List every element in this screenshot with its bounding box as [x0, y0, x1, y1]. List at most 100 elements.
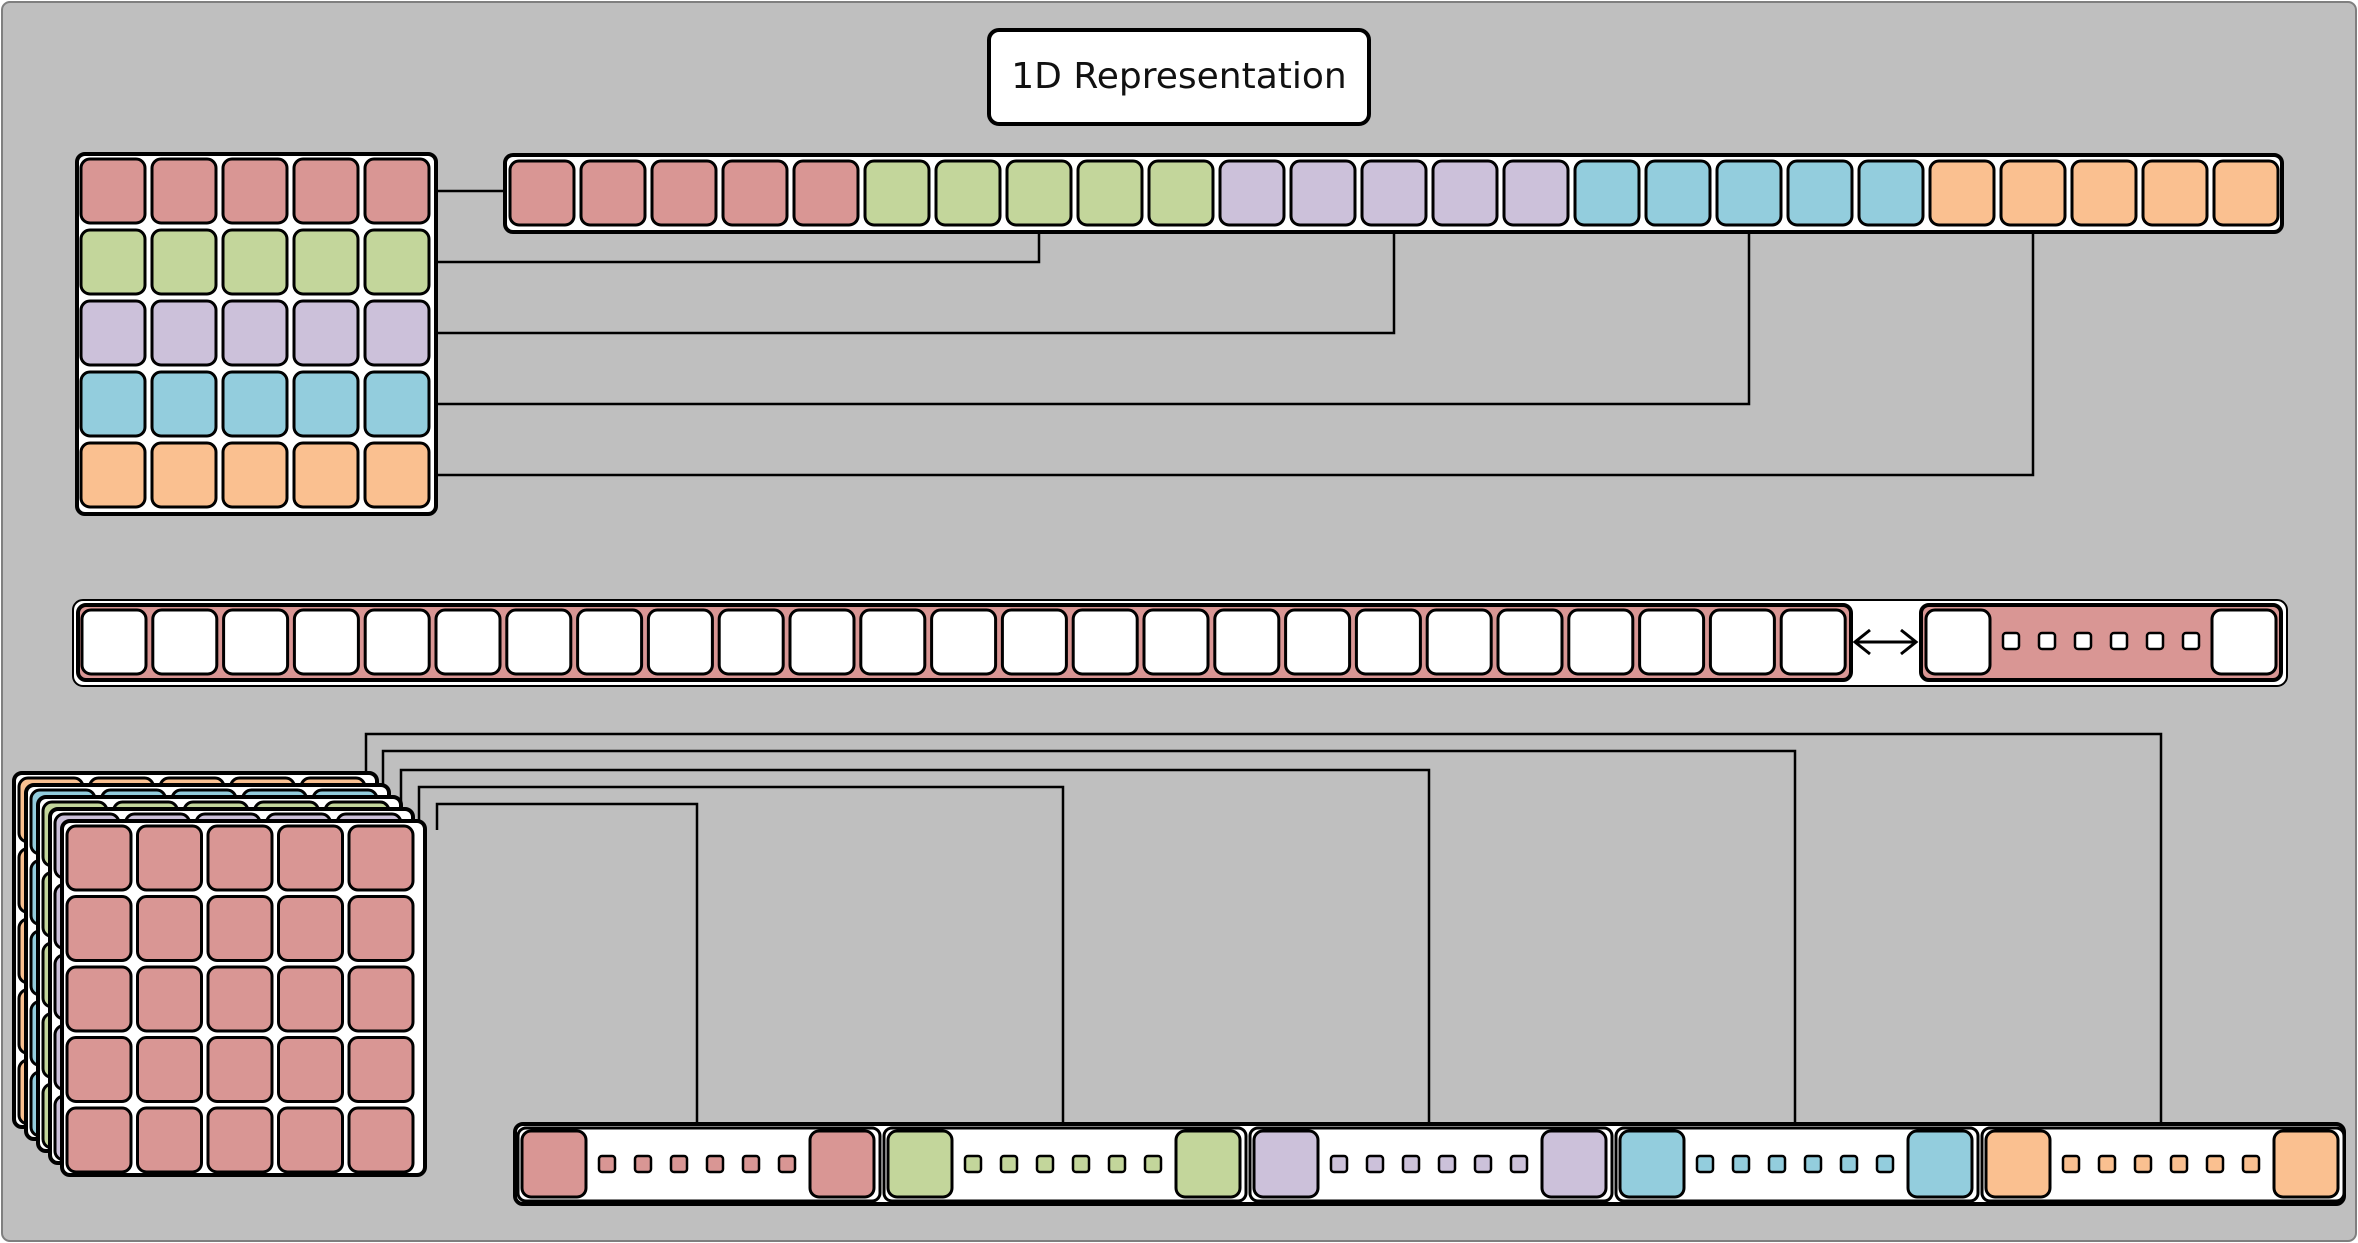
segment-small-cell: [1839, 1154, 1859, 1174]
segmented-vector-segment: [1248, 1126, 1614, 1203]
tensor-cell: [136, 965, 203, 1033]
flat-vector-cell: [1573, 159, 1641, 227]
sequence-cell: [1496, 608, 1564, 676]
matrix-cell: [79, 441, 147, 509]
segmented-vector: [513, 1122, 2346, 1206]
flat-vector-cell: [1786, 159, 1854, 227]
sequence-small-cell: [2001, 631, 2021, 651]
segment-small-cell: [1803, 1154, 1823, 1174]
matrix-cell: [363, 228, 431, 296]
segment-end-cell: [2272, 1129, 2340, 1199]
tensor-cell: [65, 824, 133, 892]
tensor-cell: [347, 1106, 415, 1174]
segmented-vector-segment: [516, 1126, 882, 1203]
tensor-cell: [347, 824, 415, 892]
sequence-cell: [1213, 608, 1281, 676]
segment-small-cell: [999, 1154, 1019, 1174]
matrix-cell: [292, 441, 360, 509]
matrix-cell: [363, 441, 431, 509]
tensor-cell: [277, 895, 344, 962]
segment-end-cell: [886, 1129, 954, 1199]
flat-vector-cell: [1218, 159, 1286, 227]
tensor-cell: [277, 824, 344, 892]
flat-vector-cell: [1928, 159, 1996, 227]
matrix-cell: [150, 299, 218, 367]
connector-line: [433, 225, 2035, 477]
segment-small-cell: [2205, 1154, 2225, 1174]
segment-small-cell: [1473, 1154, 1493, 1174]
segment-small-cell: [1143, 1154, 1163, 1174]
segment-small-cell: [1329, 1154, 1349, 1174]
matrix-cell: [221, 441, 289, 509]
tensor-cell: [206, 965, 274, 1033]
matrix-cell: [221, 157, 289, 225]
segment-end-cell: [1618, 1129, 1686, 1199]
flat-vector-cell: [1360, 159, 1428, 227]
sequence-cell: [151, 608, 219, 676]
matrix-cell: [292, 228, 360, 296]
segment-small-cell: [1365, 1154, 1385, 1174]
matrix-cell: [79, 370, 147, 438]
tensor-cell: [277, 1036, 344, 1103]
segment-small-cell: [1071, 1154, 1091, 1174]
matrix-cell: [79, 228, 147, 296]
flat-vector-cell: [1857, 159, 1925, 227]
matrix-cell: [292, 157, 360, 225]
tensor-cell: [347, 1036, 415, 1103]
matrix-cell: [150, 441, 218, 509]
segment-small-cell: [1437, 1154, 1457, 1174]
segment-small-cell: [2061, 1154, 2081, 1174]
segmented-vector-segment: [1614, 1126, 1980, 1203]
segment-small-cell: [1509, 1154, 1529, 1174]
segmented-vector-segment: [882, 1126, 1248, 1203]
sequence-cell: [505, 608, 573, 676]
flat-vector-cell: [1999, 159, 2067, 227]
segment-small-cell: [741, 1154, 761, 1174]
segment-end-cell: [1252, 1129, 1320, 1199]
segment-small-cell: [2169, 1154, 2189, 1174]
matrix-cell: [221, 228, 289, 296]
title-box: 1D Representation: [987, 28, 1371, 126]
flat-vector-cell: [792, 159, 860, 227]
segment-small-cell: [1767, 1154, 1787, 1174]
sequence-cell: [1284, 608, 1352, 676]
flat-vector-cell: [579, 159, 647, 227]
flat-vector-cell: [1644, 159, 1712, 227]
tensor-cell: [65, 965, 133, 1033]
matrix-cell: [363, 299, 431, 367]
sequence-cell: [1071, 608, 1139, 676]
tensor-cell: [136, 1036, 203, 1103]
segment-small-cell: [669, 1154, 689, 1174]
segment-small-cell: [2097, 1154, 2117, 1174]
segment-end-cell: [1906, 1129, 1974, 1199]
connector-line: [435, 802, 699, 1128]
segment-small-cell: [2133, 1154, 2153, 1174]
sequence-cell: [646, 608, 714, 676]
segment-small-cell: [777, 1154, 797, 1174]
sequence-tail-frame: [1919, 603, 2283, 682]
tensor-cell: [347, 965, 415, 1033]
sequence-cell: [292, 608, 360, 676]
flat-vector-cell: [2141, 159, 2209, 227]
matrix-cell: [363, 157, 431, 225]
sequence-tail-cell: [2210, 608, 2278, 676]
sequence-cell: [576, 608, 644, 676]
flat-vector-cell: [1715, 159, 1783, 227]
tensor-cell: [136, 1106, 203, 1174]
segment-end-cell: [1540, 1129, 1608, 1199]
flat-vector-cell: [1076, 159, 1144, 227]
tensor-cell: [65, 895, 133, 962]
flat-vector-cell: [1431, 159, 1499, 227]
sequence-cell: [80, 608, 148, 676]
matrix-cell: [79, 299, 147, 367]
segment-small-cell: [1035, 1154, 1055, 1174]
segment-small-cell: [1731, 1154, 1751, 1174]
sequence-cell: [1567, 608, 1635, 676]
sequence-small-cell: [2145, 631, 2165, 651]
tensor-cell: [136, 824, 203, 892]
matrix-cell: [221, 370, 289, 438]
tensor-cell: [206, 1106, 274, 1174]
flat-vector-cell: [650, 159, 718, 227]
matrix-cell: [150, 370, 218, 438]
segment-small-cell: [963, 1154, 983, 1174]
